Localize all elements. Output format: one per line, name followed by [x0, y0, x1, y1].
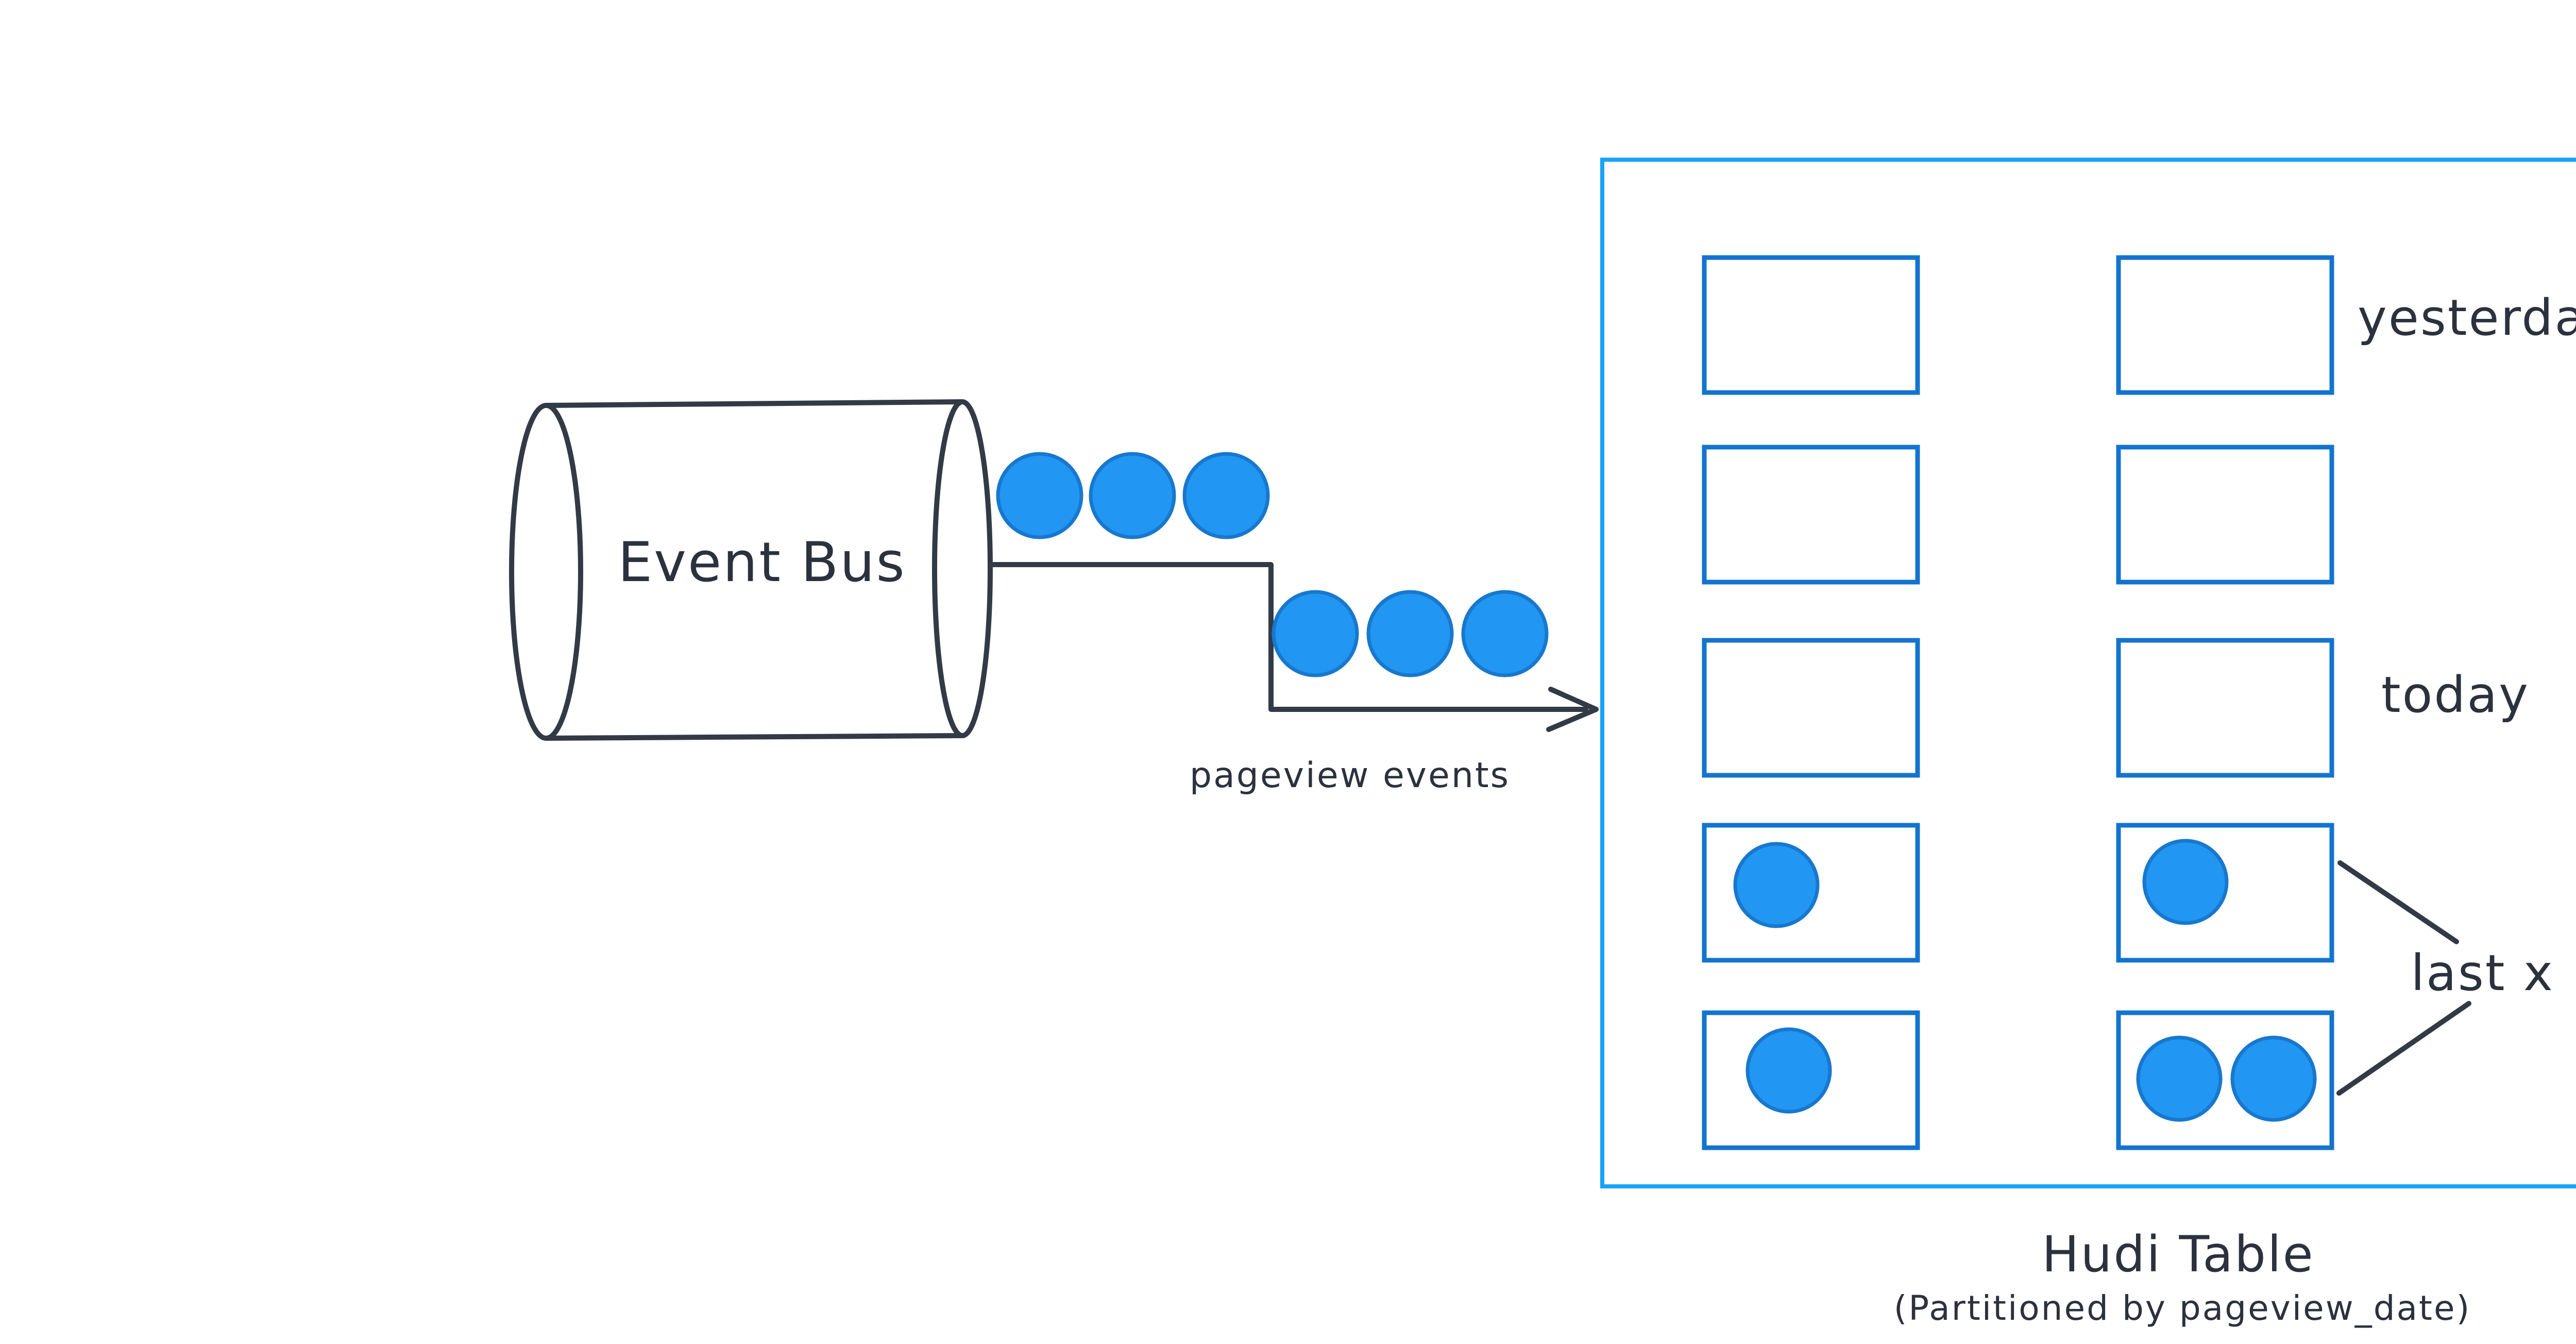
label-today: today — [2381, 666, 2530, 724]
cylinder-top-line — [544, 399, 965, 408]
partition-event-dot — [1733, 842, 1820, 928]
partition-event-dot — [2136, 1035, 2223, 1122]
event-stream: pageview events — [988, 452, 1599, 796]
stream-step-line — [988, 562, 1588, 712]
partition-event-dot — [1745, 1027, 1832, 1114]
partition-cell-r1c1 — [1702, 255, 1920, 395]
cylinder-left-ellipse — [509, 403, 583, 741]
partition-cell-r1c2 — [2116, 255, 2334, 395]
cylinder-bottom-line — [544, 733, 965, 741]
event-dot — [1461, 590, 1549, 677]
cylinder-right-ellipse — [932, 399, 993, 738]
event-dot — [996, 452, 1083, 539]
event-dot — [1272, 590, 1359, 677]
hudi-table: yesterday today last x hrs — [1600, 158, 2576, 1188]
event-dot — [1089, 452, 1176, 539]
partition-event-dot — [2142, 839, 2229, 925]
connector-line-lower — [2336, 1001, 2471, 1096]
hudi-table-title: Hudi Table — [2042, 1226, 2314, 1283]
label-last-x-hrs: last x hrs — [2411, 944, 2576, 1002]
event-bus-cylinder: Event Bus — [509, 399, 993, 741]
partition-cell-r3c1 — [1702, 638, 1920, 778]
partition-cell-r2c2 — [2116, 445, 2334, 585]
hudi-table-subtitle: (Partitioned by pageview_date) — [1894, 1288, 2471, 1328]
stream-arrowhead-icon — [1546, 687, 1599, 732]
stream-label: pageview events — [1190, 755, 1510, 796]
event-dot — [1366, 590, 1454, 677]
partition-cell-r2c1 — [1702, 445, 1920, 585]
label-yesterday: yesterday — [2358, 289, 2576, 347]
connector-line-upper — [2337, 860, 2459, 944]
hudi-table-caption: Hudi Table (Partitioned by pageview_date… — [1894, 1226, 2471, 1328]
partition-event-dot — [2230, 1035, 2317, 1122]
partition-cell-r3c2 — [2116, 638, 2334, 778]
event-dot — [1182, 452, 1270, 539]
event-bus-label: Event Bus — [618, 531, 906, 594]
